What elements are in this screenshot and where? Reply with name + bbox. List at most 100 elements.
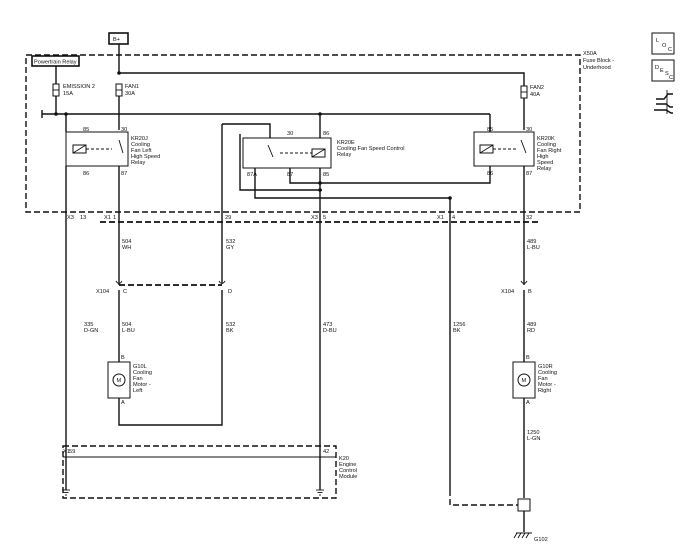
- wire-489-top-color: L-BU: [527, 245, 540, 251]
- motor-g10l: M B A G10L Cooling Fan Motor - Left: [107, 355, 152, 406]
- fuse-fan1-name: FAN1: [125, 84, 139, 90]
- fuse-fan2: FAN2 40A: [520, 85, 544, 99]
- conn-pin-4: 4: [452, 215, 455, 221]
- relay-kr20k: 85 30 86 87 KR20K Cooling Fan Right High…: [473, 127, 562, 177]
- desc-icon[interactable]: D E S C: [651, 59, 675, 82]
- kr20k-pin-30: 30: [526, 127, 532, 133]
- wire-335-num: 335: [84, 322, 93, 328]
- loc-letter-l: L: [656, 38, 659, 44]
- wire-1256-num: 1256: [453, 322, 465, 328]
- kr20j-line-2: Fan Left: [131, 148, 152, 154]
- kr20e-line-2: Relay: [337, 152, 352, 158]
- fuse-fan2-rating: 40A: [530, 92, 540, 98]
- desc-letter-s: S: [665, 71, 669, 77]
- motor-g10r-line-3: Motor -: [538, 382, 556, 388]
- desc-letter-e: E: [660, 68, 664, 74]
- wire-532-top-num: 532: [226, 239, 235, 245]
- kr20j-line-3: High Speed: [131, 154, 160, 160]
- desc-letter-c: C: [669, 75, 673, 81]
- fuse-block-id: X50A: [583, 51, 597, 57]
- wire-1250-color: L-GN: [527, 436, 540, 442]
- b-plus-terminal: B+: [108, 32, 129, 45]
- motor-g10l-line-3: Motor -: [133, 382, 151, 388]
- motor-g10r-pin-a: A: [526, 400, 530, 406]
- motor-g10r-symbol: M: [522, 378, 527, 384]
- fuse-block-connectors: X3 13 X1 1 29 X3 5 X1 4 32: [67, 215, 532, 221]
- motor-g10l-pin-a: A: [121, 400, 125, 406]
- desc-letter-d: D: [655, 65, 659, 71]
- fuse-fan1: FAN1 30A: [115, 83, 139, 97]
- wire-489-bot-num: 489: [527, 322, 536, 328]
- loc-letter-o: O: [662, 43, 667, 49]
- fuse-block-name-1: Fuse Block -: [583, 58, 614, 64]
- wire-489-bot-color: RD: [527, 328, 535, 334]
- wire-504-bot-color: L-BU: [122, 328, 135, 334]
- motor-g10l-line-2: Fan: [133, 376, 143, 382]
- wire-473-num: 473: [323, 322, 332, 328]
- conn-x3-b: X3: [311, 215, 318, 221]
- b-plus-label: B+: [113, 37, 120, 43]
- wire-532-bot-num: 532: [226, 322, 235, 328]
- ground-g102: G102: [513, 498, 548, 543]
- kr20e-pin-87a: 87A: [247, 172, 257, 178]
- kr20j-pin-30: 30: [121, 127, 127, 133]
- ecm-k20: X1 59 42 K20 Engine Control Module: [62, 445, 357, 499]
- conn-pin-5: 5: [323, 215, 326, 221]
- kr20k-line-1: Cooling: [537, 142, 556, 148]
- x104-right-label: X104: [501, 289, 514, 295]
- loc-letter-c: C: [668, 47, 672, 53]
- wire-489-top-num: 489: [527, 239, 536, 245]
- kr20j-line-4: Relay: [131, 160, 146, 166]
- wire-504-top-num: 504: [122, 239, 131, 245]
- fuse-block-x50a: X50A Fuse Block - Underhood: [25, 51, 614, 213]
- conn-pin-29: 29: [225, 215, 231, 221]
- motor-g10l-pin-b: B: [121, 355, 125, 361]
- motor-g10r-pin-b: B: [526, 355, 530, 361]
- motor-g10l-line-1: Cooling: [133, 370, 152, 376]
- wire-335-color: D-GN: [84, 328, 98, 334]
- fuse-emission2-name: EMISSION 2: [63, 84, 95, 90]
- wire-1256-color: BK: [453, 328, 461, 334]
- wiring-connector-icon[interactable]: [654, 90, 673, 114]
- ecm-pin-42: 42: [323, 449, 329, 455]
- motor-g10r: M B A G10R Cooling Fan Motor - Right: [512, 355, 557, 406]
- kr20k-line-2: Fan Right: [537, 148, 562, 154]
- powertrain-relay-label: Powertrain Relay: [34, 60, 77, 66]
- kr20j-id: KR20J: [131, 136, 148, 142]
- wire-532-bot-color: BK: [226, 328, 234, 334]
- kr20k-line-4: Speed: [537, 160, 553, 166]
- powertrain-relay-box: Powertrain Relay: [31, 55, 80, 67]
- wire-473-color: D-BU: [323, 328, 337, 334]
- loc-icon[interactable]: L O C: [651, 32, 675, 55]
- ecm-id: K20: [339, 456, 349, 462]
- wire-504-bot-num: 504: [122, 322, 131, 328]
- fuse-block-name-2: Underhood: [583, 65, 611, 71]
- kr20k-pin-85: 85: [487, 127, 493, 133]
- wire-504-top-color: WH: [122, 245, 131, 251]
- kr20e-line-1: Cooling Fan Speed Control: [337, 146, 404, 152]
- fuse-emission2: EMISSION 2 15A: [52, 83, 95, 97]
- kr20k-id: KR20K: [537, 136, 555, 142]
- motor-g10r-line-1: Cooling: [538, 370, 557, 376]
- ecm-conn-x1: X1: [63, 449, 70, 455]
- fuse-fan2-name: FAN2: [530, 85, 544, 91]
- connector-x104-right: X104 B: [501, 280, 532, 295]
- connector-x104-left: X104 C D: [96, 280, 232, 295]
- motor-g10r-id: G10R: [538, 364, 553, 370]
- kr20j-pin-86: 86: [83, 171, 89, 177]
- conn-pin-1: 1: [113, 215, 116, 221]
- x104-left-label: X104: [96, 289, 109, 295]
- ecm-line-3: Module: [339, 474, 357, 480]
- ecm-line-2: Control: [339, 468, 357, 474]
- fuse-fan1-rating: 30A: [125, 91, 135, 97]
- conn-x3-a: X3: [67, 215, 74, 221]
- ecm-line-1: Engine: [339, 462, 356, 468]
- kr20e-pin-85: 85: [323, 172, 329, 178]
- conn-x1-b: X1: [437, 215, 444, 221]
- wire-1250-num: 1250: [527, 430, 539, 436]
- kr20e-pin-86: 86: [323, 131, 329, 137]
- kr20e-id: KR20E: [337, 140, 355, 146]
- motor-g10l-line-4: Left: [133, 388, 143, 394]
- motor-g10l-id: G10L: [133, 364, 147, 370]
